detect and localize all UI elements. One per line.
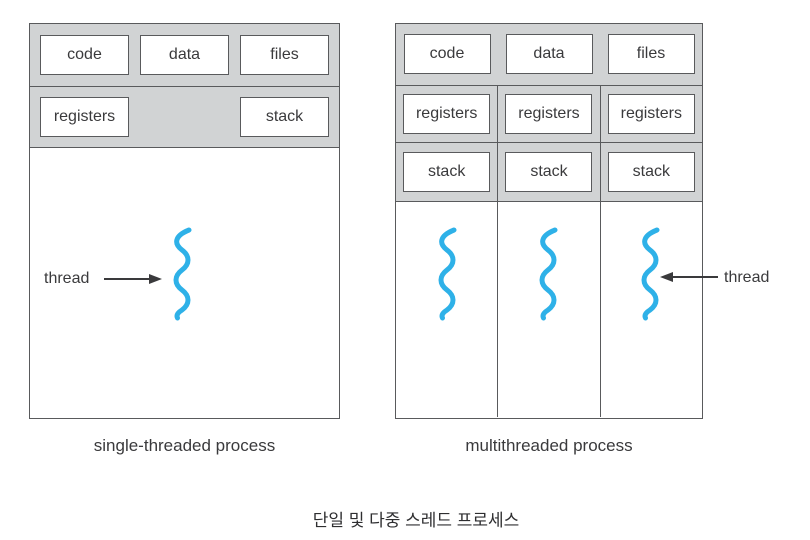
single-threaded-caption: single-threaded process	[93, 436, 276, 455]
code-box: code	[403, 34, 491, 75]
registers-cell: registers	[498, 85, 600, 143]
stack-label: stack	[632, 162, 670, 180]
thread-squiggle-icon	[641, 227, 660, 321]
data-label: data	[168, 46, 201, 63]
data-label: data	[533, 45, 565, 63]
registers-cell: registers	[396, 85, 498, 143]
multithreaded-process-diagram: code data files registers stack	[395, 23, 703, 419]
stack-label: stack	[530, 162, 568, 180]
stack-box: stack	[240, 97, 329, 137]
stack-box: stack	[403, 151, 491, 192]
data-box: data	[505, 34, 593, 75]
stack-box: stack	[607, 151, 695, 192]
stack-label: stack	[265, 108, 304, 125]
registers-label: registers	[53, 108, 116, 125]
thread-pointer-label: thread	[724, 269, 770, 286]
thread-squiggle-icon	[173, 227, 192, 321]
stack-box: stack	[505, 151, 593, 192]
registers-box: registers	[403, 93, 491, 134]
multithreaded-caption: multithreaded process	[465, 436, 633, 455]
code-box: code	[40, 35, 129, 75]
files-label: files	[636, 45, 666, 63]
registers-cell: registers	[600, 85, 702, 143]
single-threaded-process-diagram: code data files registers stack	[29, 23, 340, 419]
files-box: files	[240, 35, 329, 75]
arrow-left-icon	[660, 272, 718, 282]
registers-box: registers	[505, 93, 593, 134]
stack-cell: stack	[396, 142, 498, 202]
registers-box: registers	[40, 97, 129, 137]
code-label: code	[429, 45, 465, 63]
thread-state-band: registers stack	[30, 87, 339, 148]
registers-label: registers	[620, 104, 682, 122]
thread-squiggle-icon	[438, 227, 457, 321]
thread-pointer-label: thread	[44, 270, 90, 287]
thread-squiggle-icon	[539, 227, 558, 321]
registers-label: registers	[518, 104, 580, 122]
registers-box: registers	[607, 93, 695, 134]
stack-cell: stack	[498, 142, 600, 202]
figure-caption-korean: 단일 및 다중 스레드 프로세스	[312, 511, 520, 530]
process-resources-band: code data files	[396, 24, 702, 86]
code-label: code	[67, 46, 102, 63]
registers-label: registers	[415, 104, 478, 122]
stack-cell: stack	[600, 142, 702, 202]
files-label: files	[270, 46, 299, 63]
data-box: data	[140, 35, 229, 75]
process-resources-band: code data files	[30, 24, 339, 87]
arrow-right-icon	[104, 274, 162, 284]
files-box: files	[607, 34, 695, 75]
stack-label: stack	[427, 162, 466, 180]
